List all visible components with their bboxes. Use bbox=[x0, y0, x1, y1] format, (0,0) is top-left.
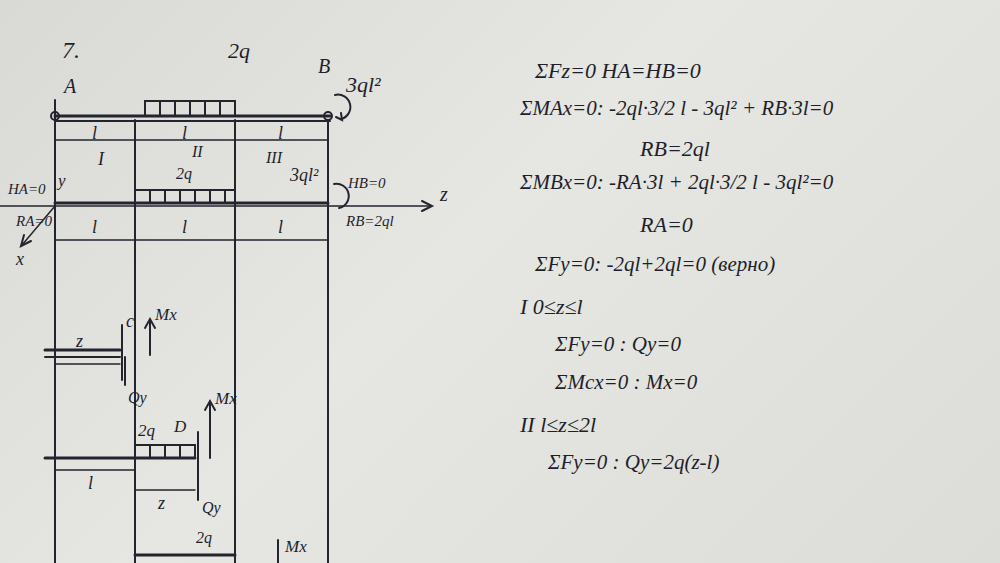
reaction-label: RA=0 bbox=[16, 214, 52, 229]
moment-arc bbox=[335, 95, 350, 119]
distributed-load bbox=[145, 101, 235, 116]
arrow-head bbox=[145, 319, 155, 328]
reaction-label: RB=2ql bbox=[346, 214, 394, 229]
moment-label: 3ql² bbox=[290, 166, 318, 184]
guide-line bbox=[327, 120, 329, 563]
axis-label: y bbox=[58, 172, 66, 189]
moment-label: Mx bbox=[155, 306, 177, 323]
y-axis bbox=[54, 150, 56, 206]
moment-arrow bbox=[149, 320, 151, 355]
dimension-label: z bbox=[158, 494, 165, 512]
axis-label: x bbox=[16, 250, 24, 268]
dimension-label: l bbox=[182, 218, 187, 236]
load-label: 2q bbox=[228, 40, 250, 62]
cut-line bbox=[197, 432, 199, 500]
reaction-arrow bbox=[327, 208, 329, 230]
dimension-label: l bbox=[278, 218, 283, 236]
beam bbox=[55, 120, 330, 122]
equation: ΣFy=0 : Qy=0 bbox=[555, 334, 681, 355]
equation: ΣFy=0 : Qy=2q(z-l) bbox=[548, 452, 719, 473]
dimension-line bbox=[55, 239, 328, 241]
dimension-line bbox=[55, 469, 135, 471]
section-beam bbox=[45, 356, 120, 358]
load-label: 2q bbox=[138, 422, 155, 439]
problem-number: 7. bbox=[62, 38, 80, 62]
equation: ΣMBx=0: -RA·3l + 2ql·3/2 l - 3ql²=0 bbox=[520, 172, 833, 193]
section-range: II l≤z≤2l bbox=[520, 414, 596, 436]
distributed-load bbox=[135, 445, 195, 458]
section-number: III bbox=[266, 150, 282, 166]
load-ticks bbox=[160, 101, 220, 116]
point-label: A bbox=[64, 76, 76, 96]
section-number: II bbox=[192, 144, 203, 160]
arrow-head bbox=[205, 401, 215, 410]
point-label: c bbox=[126, 312, 134, 330]
point-label: B bbox=[318, 56, 330, 76]
dimension-label: l bbox=[92, 218, 97, 236]
point-label: D bbox=[174, 418, 186, 435]
reaction-label: HB=0 bbox=[348, 176, 386, 191]
load-ticks bbox=[150, 190, 225, 203]
axis-label: z bbox=[440, 184, 448, 204]
equation: ΣMcx=0 : Mx=0 bbox=[555, 372, 697, 393]
dimension-label: l bbox=[92, 124, 97, 142]
arrow-head bbox=[21, 235, 31, 246]
moment-arc bbox=[334, 184, 349, 208]
arrow-head bbox=[422, 201, 432, 211]
equation: ΣFy=0: -2ql+2ql=0 (верно) bbox=[535, 254, 775, 275]
dimension-label: l bbox=[278, 124, 283, 142]
load-label: 2q bbox=[176, 166, 192, 182]
dimension-label: l bbox=[182, 124, 187, 142]
moment-label: Mx bbox=[285, 538, 307, 555]
cut-line bbox=[121, 325, 123, 380]
shear-arrow bbox=[124, 357, 126, 385]
guide-line bbox=[54, 100, 56, 563]
distributed-load bbox=[135, 190, 235, 203]
dimension-line bbox=[55, 363, 120, 365]
load-ticks bbox=[150, 445, 180, 458]
shear-label: Qy bbox=[202, 500, 221, 516]
moment-label: 3ql² bbox=[346, 74, 381, 96]
section-beam bbox=[135, 554, 235, 557]
equation: ΣFz=0 HA=HB=0 bbox=[535, 60, 701, 82]
equation: ΣMAx=0: -2ql·3/2 l - 3ql² + RB·3l=0 bbox=[520, 98, 833, 119]
section-range: I 0≤z≤l bbox=[520, 296, 583, 318]
arrow-head bbox=[336, 113, 342, 120]
pin-support bbox=[324, 112, 332, 120]
moment-label: Mx bbox=[215, 390, 237, 407]
load-label: 2q bbox=[196, 530, 212, 546]
reaction-label: HA=0 bbox=[8, 182, 46, 197]
dimension-label: l bbox=[88, 474, 93, 492]
equation: RB=2ql bbox=[640, 138, 710, 160]
moment-arrow bbox=[277, 540, 279, 563]
z-axis bbox=[0, 205, 430, 207]
dimension-line bbox=[135, 489, 195, 491]
equation: RA=0 bbox=[640, 214, 693, 236]
guide-line bbox=[134, 120, 136, 563]
guide-line bbox=[234, 120, 236, 563]
dimension-ticks bbox=[55, 235, 328, 245]
shear-label: Qy bbox=[128, 390, 147, 406]
dimension-label: z bbox=[76, 332, 83, 350]
pin-support bbox=[51, 112, 59, 120]
section-number: I bbox=[98, 150, 104, 168]
moment-arrow bbox=[209, 402, 211, 458]
reaction-arrow bbox=[54, 208, 56, 230]
